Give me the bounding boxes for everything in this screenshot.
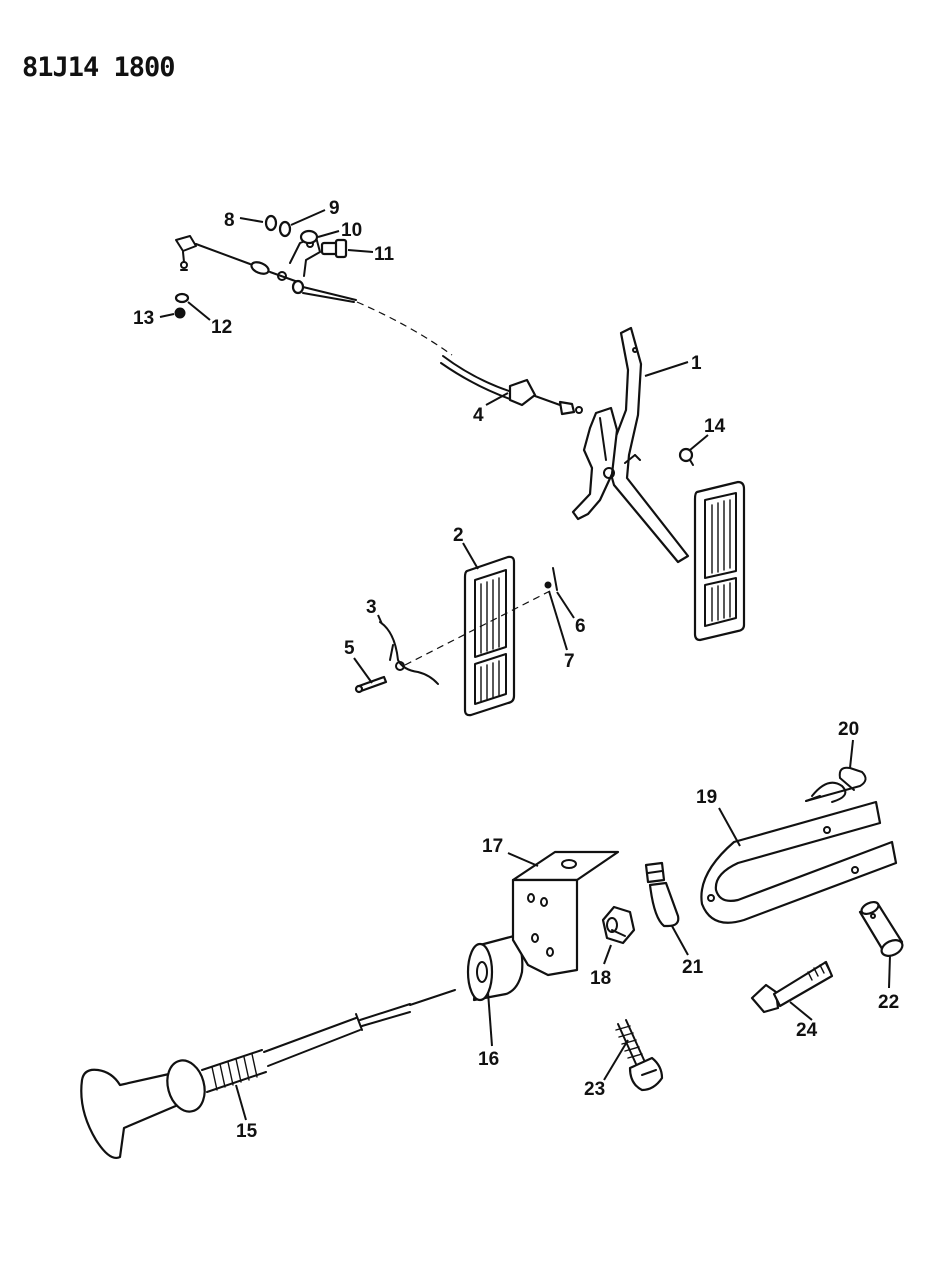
spring-3 bbox=[379, 621, 439, 685]
callout-23: 23 bbox=[584, 1079, 605, 1100]
washer-7 bbox=[544, 581, 552, 589]
washer-9 bbox=[278, 220, 292, 238]
callout-14: 14 bbox=[704, 416, 726, 437]
clip-6 bbox=[552, 567, 558, 591]
callout-13: 13 bbox=[133, 308, 154, 329]
callout-11: 11 bbox=[374, 244, 395, 265]
nut-18 bbox=[601, 905, 636, 945]
washer-8 bbox=[264, 214, 278, 232]
document-code: 81J14 1800 bbox=[22, 52, 176, 83]
bolt-11 bbox=[320, 238, 348, 259]
leader-lines bbox=[159, 209, 891, 1121]
callout-9: 9 bbox=[329, 198, 340, 219]
callout-18: 18 bbox=[590, 968, 611, 989]
nut-13 bbox=[174, 307, 186, 319]
rivet-14 bbox=[678, 447, 694, 466]
callout-15: 15 bbox=[236, 1121, 258, 1142]
cable-upper-end-assembly bbox=[175, 235, 357, 303]
hairpin-clip-20 bbox=[805, 766, 867, 803]
callout-5: 5 bbox=[344, 638, 355, 659]
callout-3: 3 bbox=[366, 597, 377, 618]
callout-19: 19 bbox=[696, 787, 717, 808]
callout-17: 17 bbox=[482, 836, 503, 857]
pin-dashed-path bbox=[404, 590, 551, 666]
callout-24: 24 bbox=[796, 1020, 818, 1041]
callout-10: 10 bbox=[341, 220, 362, 241]
callout-1: 1 bbox=[691, 353, 702, 374]
hand-throttle-cable-15 bbox=[80, 989, 456, 1159]
pedal-pad-2 bbox=[463, 555, 516, 717]
callout-16: 16 bbox=[478, 1049, 499, 1070]
accelerator-pedal-1 bbox=[571, 326, 690, 564]
bracket-17 bbox=[511, 850, 620, 977]
callout-20: 20 bbox=[838, 719, 859, 740]
callout-8: 8 bbox=[224, 210, 235, 231]
callout-6: 6 bbox=[575, 616, 586, 637]
grommet-16 bbox=[466, 934, 524, 1002]
cable-dashed-path bbox=[356, 301, 453, 356]
callout-7: 7 bbox=[564, 651, 575, 672]
callout-12: 12 bbox=[211, 317, 232, 338]
washer-12 bbox=[174, 292, 190, 304]
clevis-pin-22 bbox=[858, 900, 904, 957]
installed-pedal-pad bbox=[693, 480, 746, 642]
callout-4: 4 bbox=[473, 405, 484, 426]
pivot-pin-5 bbox=[354, 675, 388, 694]
screw-23 bbox=[615, 1019, 664, 1092]
callout-labels: 1 2 3 4 5 6 7 8 9 10 11 12 13 14 15 16 1… bbox=[133, 198, 899, 1142]
stud-21 bbox=[644, 861, 680, 928]
u-bracket-19 bbox=[700, 800, 898, 924]
callout-22: 22 bbox=[878, 992, 899, 1013]
throttle-cable-4 bbox=[440, 355, 583, 416]
callout-2: 2 bbox=[453, 525, 464, 546]
bracket-10 bbox=[299, 229, 319, 245]
callout-21: 21 bbox=[682, 957, 704, 978]
bolt-24 bbox=[750, 960, 834, 1014]
